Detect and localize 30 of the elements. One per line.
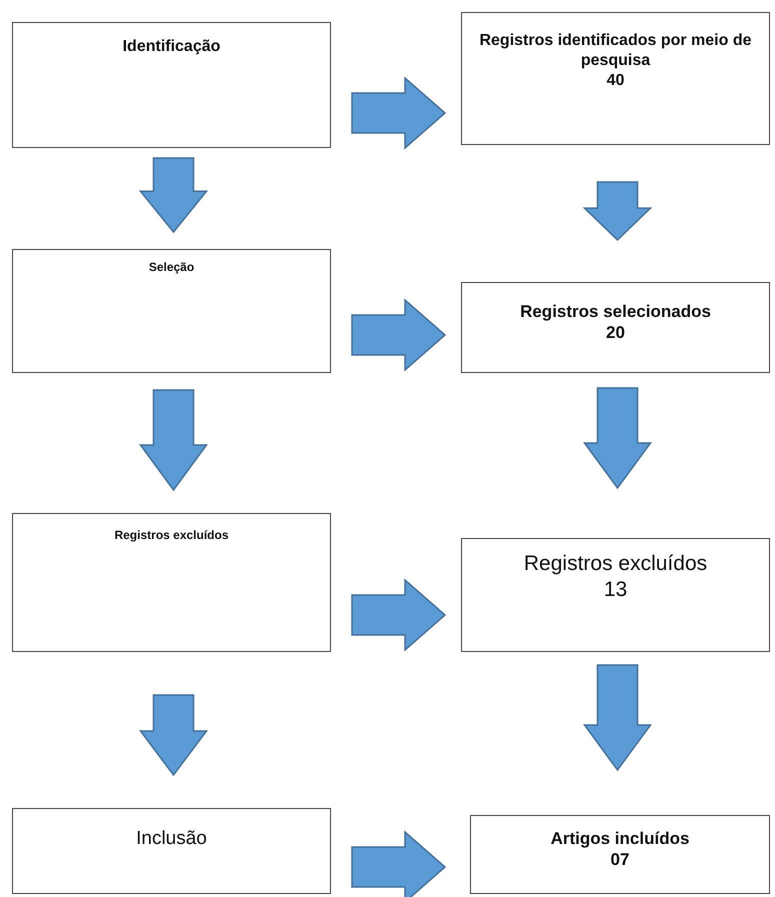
box-label: Identificação — [122, 37, 222, 57]
count-value: 13 — [602, 577, 628, 604]
process-box — [12, 249, 331, 373]
box-label: Registros selecionados — [519, 301, 712, 322]
process-box — [461, 12, 770, 145]
process-box — [461, 282, 770, 373]
block-arrow — [351, 298, 446, 372]
process-box — [470, 815, 770, 894]
box-label: Seleção — [148, 260, 196, 275]
box-label: Registros excluídos — [113, 528, 230, 543]
box-label: Artigos incluídos — [550, 828, 690, 850]
count-value: 07 — [610, 849, 630, 870]
count-value: 40 — [606, 71, 626, 91]
block-arrow — [351, 830, 446, 897]
block-arrow — [582, 181, 652, 242]
block-arrow — [139, 694, 208, 776]
block-arrow — [138, 157, 208, 234]
box-label: Inclusão — [135, 827, 208, 851]
block-arrow — [351, 578, 446, 652]
process-box — [461, 538, 770, 652]
block-arrow — [351, 76, 446, 150]
block-arrow — [583, 387, 652, 490]
box-label: Registros excluídos — [522, 551, 708, 577]
process-box — [12, 22, 331, 148]
count-value: 20 — [605, 322, 626, 344]
process-box — [12, 808, 331, 894]
process-box — [12, 513, 331, 652]
box-label: Registros identificados por meio de pesquisa — [478, 31, 753, 71]
block-arrow — [583, 664, 652, 772]
block-arrow — [139, 389, 208, 492]
